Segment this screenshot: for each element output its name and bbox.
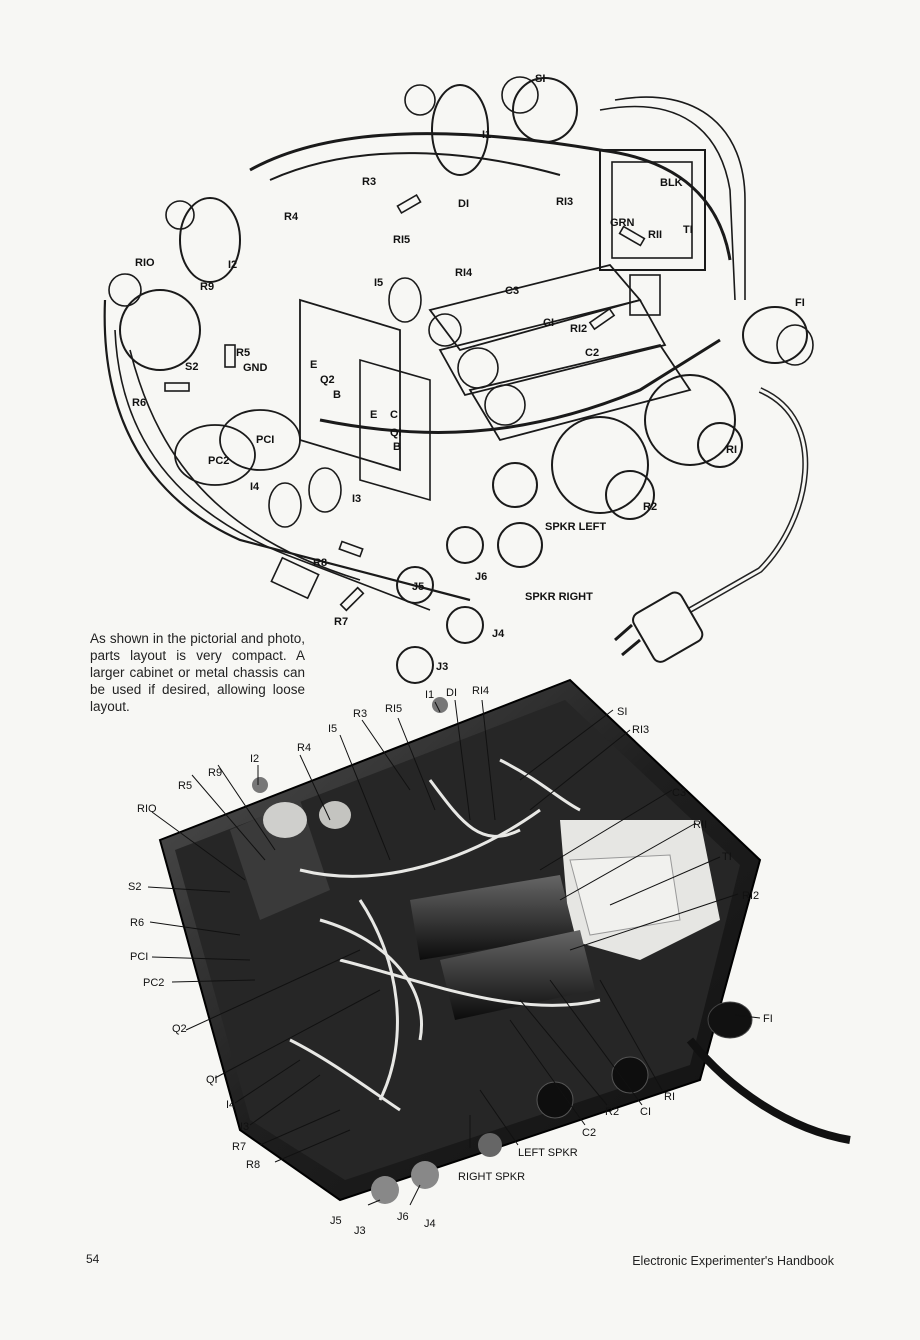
photo-label-s1: SI (617, 706, 627, 718)
label-j4: J4 (492, 628, 505, 640)
label-e1: E (370, 409, 377, 421)
label-r2: R2 (643, 501, 657, 513)
label-spkr-right: SPKR RIGHT (525, 591, 593, 603)
label-f1: FI (795, 297, 805, 309)
photo-label-r9: R9 (208, 767, 222, 779)
label-r5: R5 (236, 347, 250, 359)
label-r10: RIO (135, 257, 155, 269)
label-spkr-left: SPKR LEFT (545, 521, 606, 533)
photo-label-r8: R8 (246, 1159, 260, 1171)
photo-label-q2: Q2 (172, 1023, 187, 1035)
photo-label-i5: I5 (328, 723, 337, 735)
label-b1: B (393, 441, 401, 453)
label-c3: C3 (505, 285, 519, 297)
photo-label-i3: I3 (240, 1121, 249, 1133)
label-q1: QI (390, 427, 402, 439)
label-c2: C2 (585, 347, 599, 359)
label-r12: RI2 (570, 323, 587, 335)
label-r15: RI5 (393, 234, 410, 246)
label-j5: J5 (412, 581, 424, 593)
photo-label-q1: QI (206, 1074, 218, 1086)
label-pc2: PC2 (208, 455, 229, 467)
photo-label-t1: TI (722, 851, 732, 863)
label-d1: DI (458, 198, 469, 210)
label-q2: Q2 (320, 374, 335, 386)
label-c1: CI (543, 317, 554, 329)
photo-label-r10: RIO (137, 803, 157, 815)
label-c1t: C (390, 409, 398, 421)
label-j6: J6 (475, 571, 487, 583)
photo-label-right-spkr: RIGHT SPKR (458, 1171, 525, 1183)
photo-label-i2: I2 (250, 753, 259, 765)
photo-label-r2: R2 (605, 1106, 619, 1118)
label-i5: I5 (374, 277, 383, 289)
photo-label-r1: RI (664, 1091, 675, 1103)
photo-label-pc2: PC2 (143, 977, 164, 989)
label-b2: B (333, 389, 341, 401)
figure-caption: As shown in the pictorial and photo, par… (90, 631, 305, 714)
label-t1: TI (683, 224, 693, 236)
label-r9: R9 (200, 281, 214, 293)
label-i2: I2 (228, 259, 237, 271)
label-s1: SI (535, 73, 545, 85)
photo-label-i4: I4 (226, 1099, 235, 1111)
label-r6: R6 (132, 397, 146, 409)
photo-label-r15: RI5 (385, 703, 402, 715)
label-r7: R7 (334, 616, 348, 628)
label-i4: I4 (250, 481, 260, 493)
photo-label-r4: R4 (297, 742, 311, 754)
label-gnd: GND (243, 362, 268, 374)
photo-label-f1: FI (763, 1013, 773, 1025)
label-i3: I3 (352, 493, 361, 505)
label-r11: RII (648, 229, 662, 241)
chassis-photograph: I1 DI RI4 R3 RI5 I5 SI RI3 R4 I2 R9 R5 C… (128, 678, 851, 1237)
photo-label-i1: I1 (425, 689, 434, 701)
photo-label-c2: C2 (582, 1127, 596, 1139)
photo-label-r11: RII (693, 819, 707, 831)
label-blk: BLK (660, 177, 683, 189)
photo-label-r14: RI4 (472, 685, 489, 697)
label-r14: RI4 (455, 267, 473, 279)
label-pc1: PCI (256, 434, 274, 446)
page-number: 54 (86, 1252, 100, 1266)
photo-label-r5: R5 (178, 780, 192, 792)
photo-label-r12: RI2 (742, 890, 759, 902)
photo-label-j3: J3 (354, 1225, 366, 1237)
photo-label-j5: J5 (330, 1215, 342, 1227)
photo-label-s2: S2 (128, 881, 141, 893)
label-r8: R8 (313, 557, 327, 569)
label-r4: R4 (284, 211, 299, 223)
photo-label-j4: J4 (424, 1218, 436, 1230)
photo-label-left-spkr: LEFT SPKR (518, 1147, 578, 1159)
label-i1: I1 (482, 129, 491, 141)
photo-label-r13: RI3 (632, 724, 649, 736)
label-grn: GRN (610, 217, 635, 229)
photo-label-j6: J6 (397, 1211, 409, 1223)
photo-label-pc1: PCI (130, 951, 148, 963)
label-s2: S2 (185, 361, 198, 373)
label-j3: J3 (436, 661, 448, 673)
photo-label-r3: R3 (353, 708, 367, 720)
pictorial-wiring-drawing: SI I1 R3 DI RI3 BLK GRN RII TI R4 RI5 I2… (103, 73, 814, 684)
photo-label-r6: R6 (130, 917, 144, 929)
label-e2: E (310, 359, 317, 371)
label-r1: RI (726, 444, 737, 456)
label-r3: R3 (362, 176, 376, 188)
running-title: Electronic Experimenter's Handbook (632, 1254, 834, 1268)
label-r13: RI3 (556, 196, 573, 208)
photo-label-d1: DI (446, 687, 457, 699)
photo-label-c3: C3 (672, 787, 686, 799)
photo-label-r7: R7 (232, 1141, 246, 1153)
photo-label-c1: CI (640, 1106, 651, 1118)
